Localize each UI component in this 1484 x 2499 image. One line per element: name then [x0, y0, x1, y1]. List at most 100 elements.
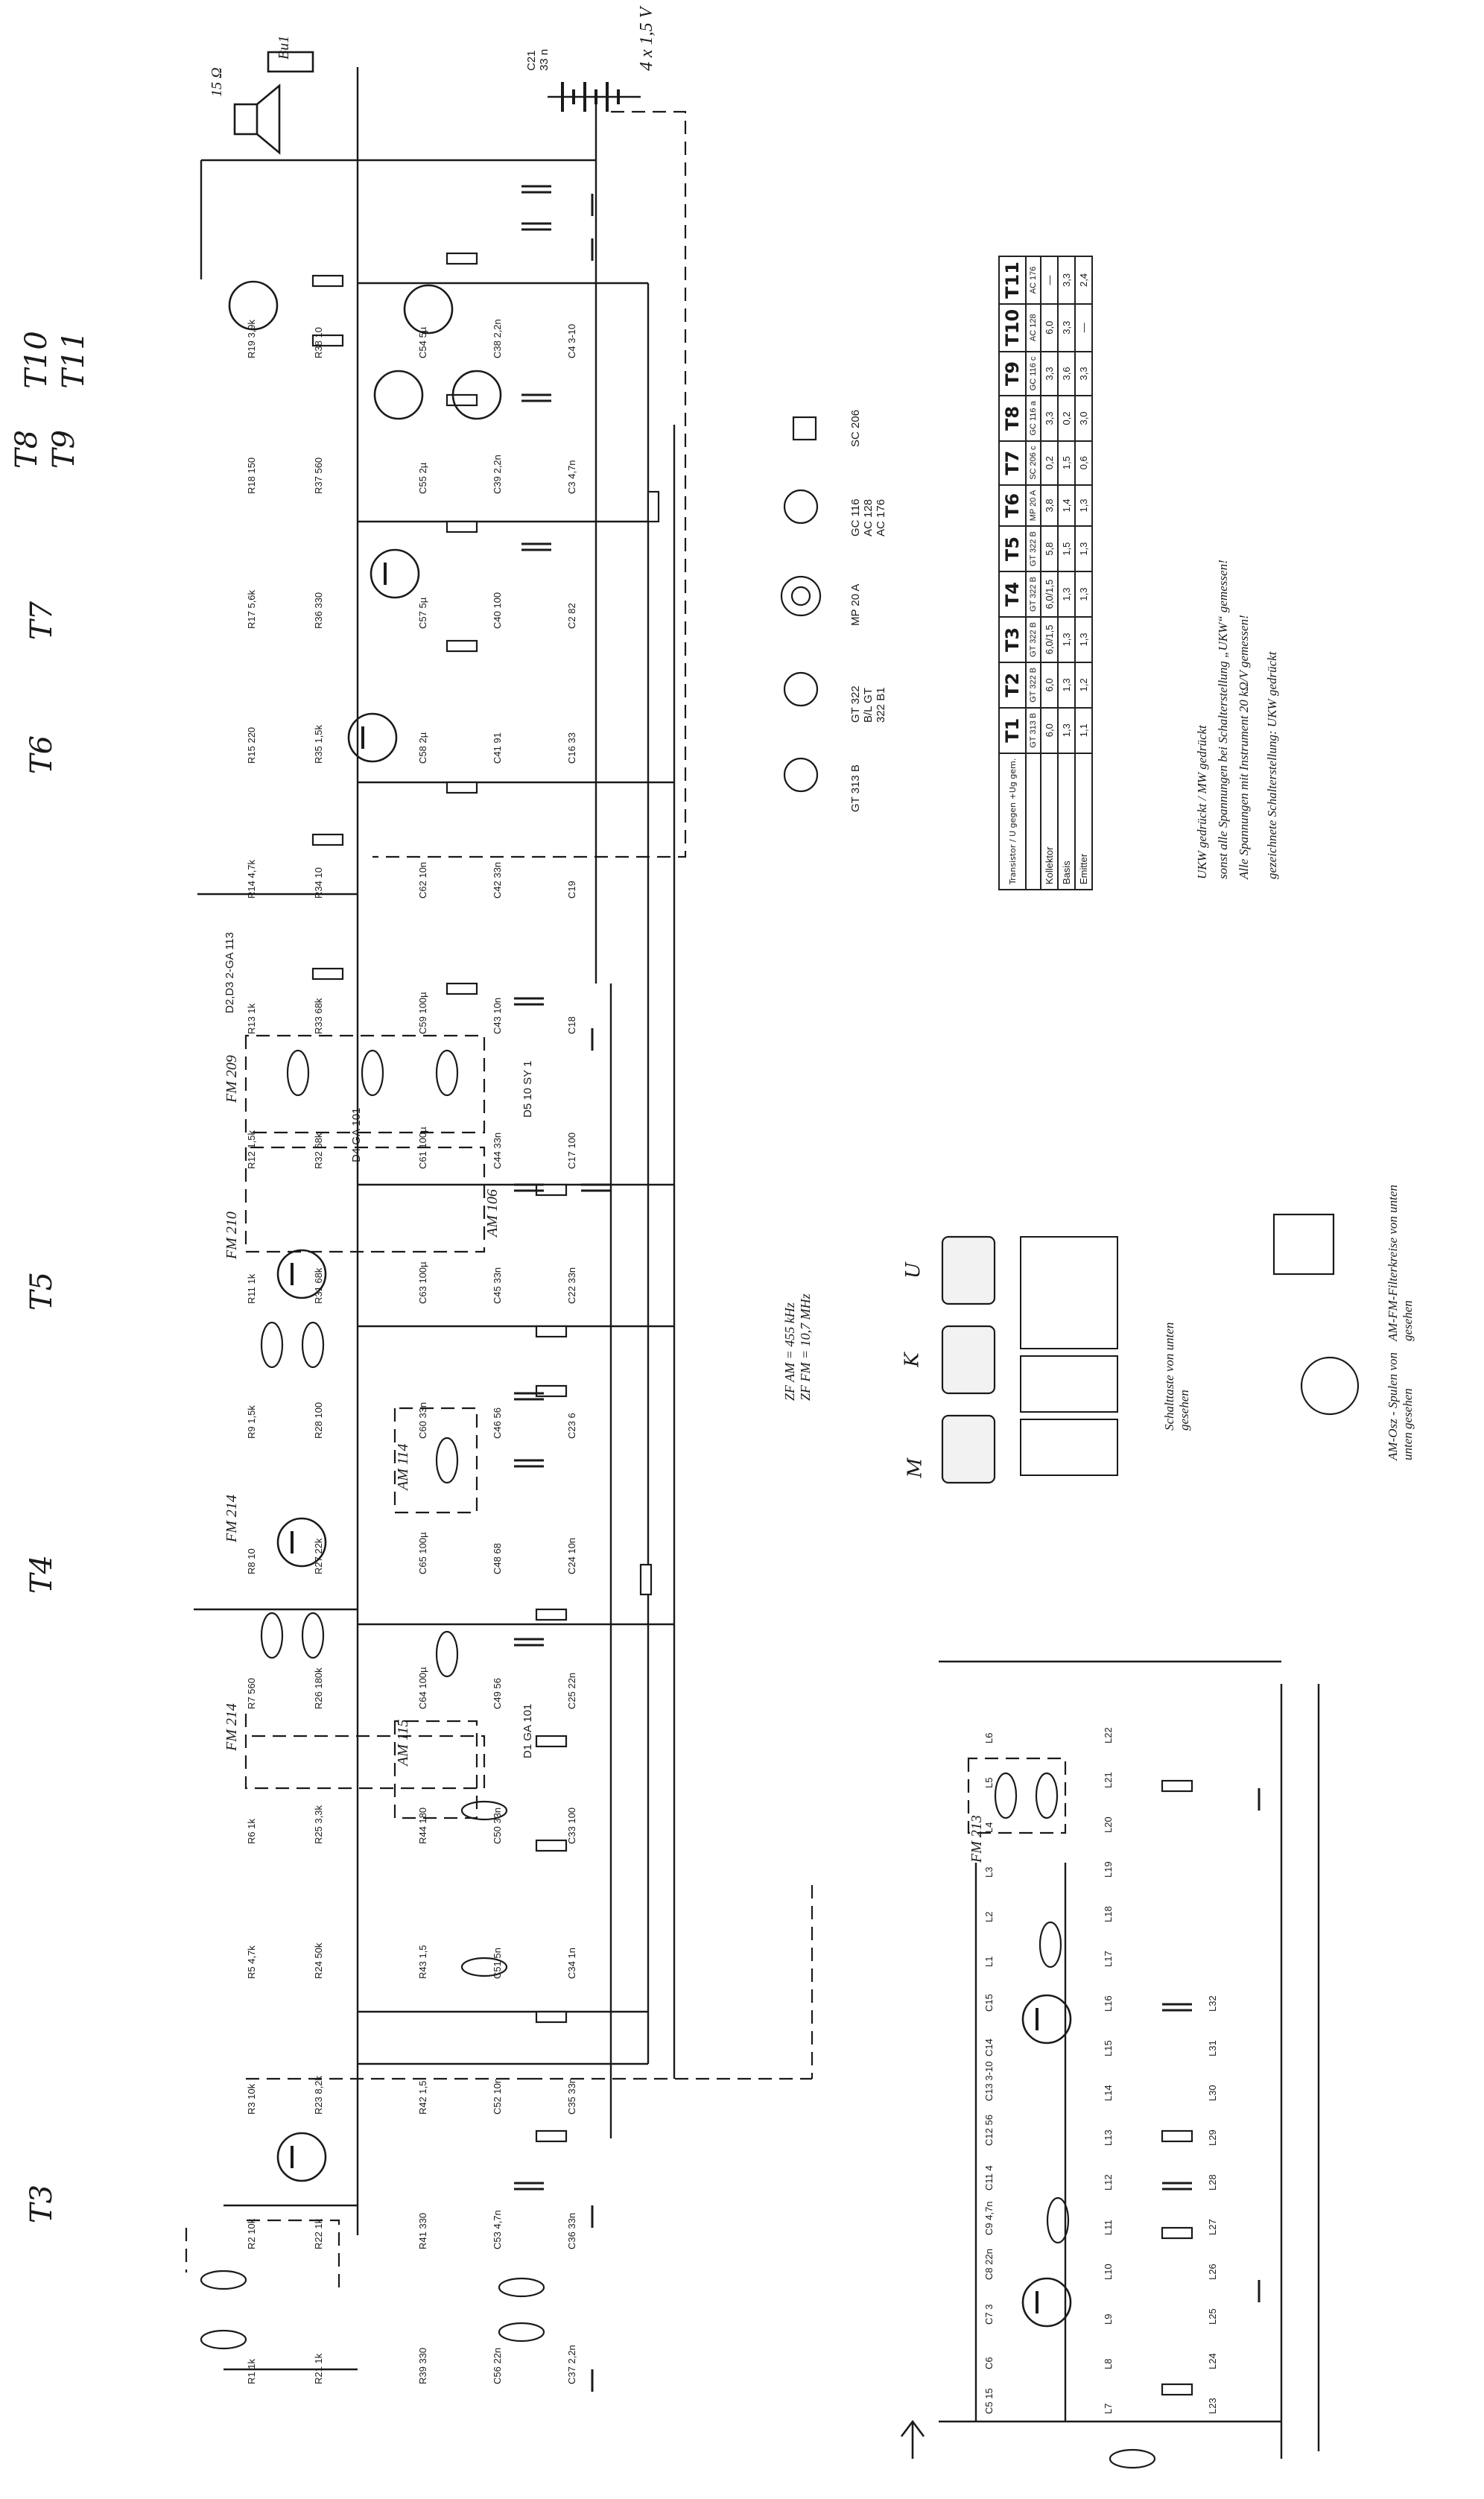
component-label: R41 330: [417, 2212, 428, 2249]
table-type-cell: AC 176: [1026, 256, 1041, 304]
table-type-label: [1026, 753, 1041, 890]
component-label: L9: [1103, 2313, 1114, 2325]
component-label: L20: [1103, 1817, 1114, 1833]
component-label: L17: [1103, 1951, 1114, 1967]
component-label: C52 10n: [492, 2077, 503, 2115]
component-label: R11 1k: [246, 1273, 257, 1304]
component-label: R14 4,7k: [246, 859, 257, 899]
component-label: R34 10: [313, 867, 324, 899]
component-label: C58 2µ: [417, 732, 428, 764]
component-label: R6 1k: [246, 1819, 257, 1844]
pinout-sc206: SC 206: [849, 409, 862, 447]
table-header: T4: [999, 571, 1026, 617]
table-type-cell: GT 322 B: [1026, 662, 1041, 708]
component-label: R19 3,9k: [246, 319, 257, 358]
component-label: R17 5,6k: [246, 589, 257, 629]
component-label: C22 33n: [566, 1267, 577, 1304]
table-cell: 1,3: [1058, 616, 1075, 662]
supply-cap-value: 33 n: [538, 48, 551, 71]
component-label: L31: [1207, 2040, 1218, 2056]
switch-key-m: M: [904, 1457, 927, 1478]
speaker-label: 15 Ω: [209, 67, 225, 97]
component-label: L13: [1103, 2129, 1114, 2146]
table-corner: Transistor / U gegen +Ug gem.: [999, 753, 1026, 890]
table-cell: 6,0: [1041, 662, 1058, 708]
table-header: T7: [999, 440, 1026, 485]
component-label: R35 1,5k: [313, 724, 324, 764]
table-header: T8: [999, 396, 1026, 441]
component-label: C13 3-10: [983, 2061, 995, 2101]
switch-caption: Schalttaste von unten gesehen: [1162, 1322, 1191, 1431]
note-line-1: UKW gedrückt / MW gedrückt: [1195, 725, 1209, 879]
measurement-notes: UKW gedrückt / MW gedrückt sonst alle Sp…: [1192, 560, 1283, 879]
component-label: L23: [1207, 2398, 1218, 2414]
component-label: C33 100: [566, 1807, 577, 1844]
component-label: C36 33n: [566, 2212, 577, 2249]
jack-label: Bu1: [276, 35, 292, 60]
table-header: T1: [999, 707, 1026, 753]
component-label: R1 1k: [246, 2359, 257, 2384]
table-cell: 3,3: [1075, 351, 1092, 396]
note-line-3: Alle Spannungen mit Instrument 20 kΩ/V g…: [1237, 615, 1251, 879]
filter-fm214-a: FM 214: [223, 1703, 240, 1751]
filter-am115: AM 115: [395, 1719, 411, 1766]
table-type-cell: GT 322 B: [1026, 526, 1041, 572]
table-cell: 3,6: [1058, 351, 1075, 396]
component-label: C61 100µ: [417, 1127, 428, 1169]
component-label: C45 33n: [492, 1267, 503, 1304]
component-label: R38 10: [313, 327, 324, 358]
pinout-gt322: GT 322 B/L GT 322 B1: [849, 685, 887, 723]
component-label: R44 180: [417, 1807, 428, 1844]
component-label: C63 100µ: [417, 1261, 428, 1304]
table-cell: 3,3: [1058, 303, 1075, 352]
table-type-cell: SC 206 c: [1026, 440, 1041, 485]
component-label: L27: [1207, 2219, 1218, 2235]
component-label: R7 560: [246, 1678, 257, 1709]
component-label: L29: [1207, 2129, 1218, 2146]
table-header: T10: [999, 303, 1026, 352]
component-label: R3 10k: [246, 2083, 257, 2115]
table-cell: 1,5: [1058, 440, 1075, 485]
filter-am106: AM 106: [484, 1189, 501, 1237]
component-label: C39 2,2n: [492, 454, 503, 494]
component-label: L6: [983, 1732, 995, 1743]
table-cell: 0,2: [1058, 396, 1075, 441]
table-cell: —: [1041, 256, 1058, 304]
component-label: R24 50k: [313, 1942, 324, 1979]
table-cell: 0,6: [1075, 440, 1092, 485]
component-label: R31 68k: [313, 1267, 324, 1304]
table-cell: 3,8: [1041, 484, 1058, 527]
component-label: C5 15: [983, 2388, 995, 2414]
component-label: L14: [1103, 2085, 1114, 2101]
table-cell: 6,0: [1041, 707, 1058, 753]
component-label: C42 33n: [492, 861, 503, 899]
component-label: R9 1,5k: [246, 1405, 257, 1439]
table-type-cell: MP 20 A: [1026, 484, 1041, 527]
table-header: T5: [999, 526, 1026, 572]
component-label: R22 1k: [313, 2218, 324, 2249]
pinout-mp20a: MP 20 A: [849, 583, 862, 626]
component-label: C65 100µ: [417, 1532, 428, 1574]
component-label: C40 100: [492, 592, 503, 629]
component-label: C43 10n: [492, 997, 503, 1034]
component-label: C19: [566, 881, 577, 899]
diode-d4: D4 GA 101: [350, 1107, 363, 1162]
component-label: R5 4,7k: [246, 1945, 257, 1979]
component-label: C54 5µ: [417, 326, 428, 358]
switch-key-u: U: [901, 1262, 925, 1279]
component-label: R13 1k: [246, 1003, 257, 1034]
component-label: C3 4,7n: [566, 460, 577, 494]
component-label: R36 330: [313, 592, 324, 629]
component-label: L15: [1103, 2040, 1114, 2056]
table-header: T11: [999, 256, 1026, 304]
table-cell: 1,3: [1058, 707, 1075, 753]
component-label: L2: [983, 1911, 995, 1922]
table-cell: 1,1: [1075, 707, 1092, 753]
component-label: R8 10: [246, 1548, 257, 1574]
component-label: L16: [1103, 1995, 1114, 2012]
component-label: R21 1k: [313, 2353, 324, 2384]
